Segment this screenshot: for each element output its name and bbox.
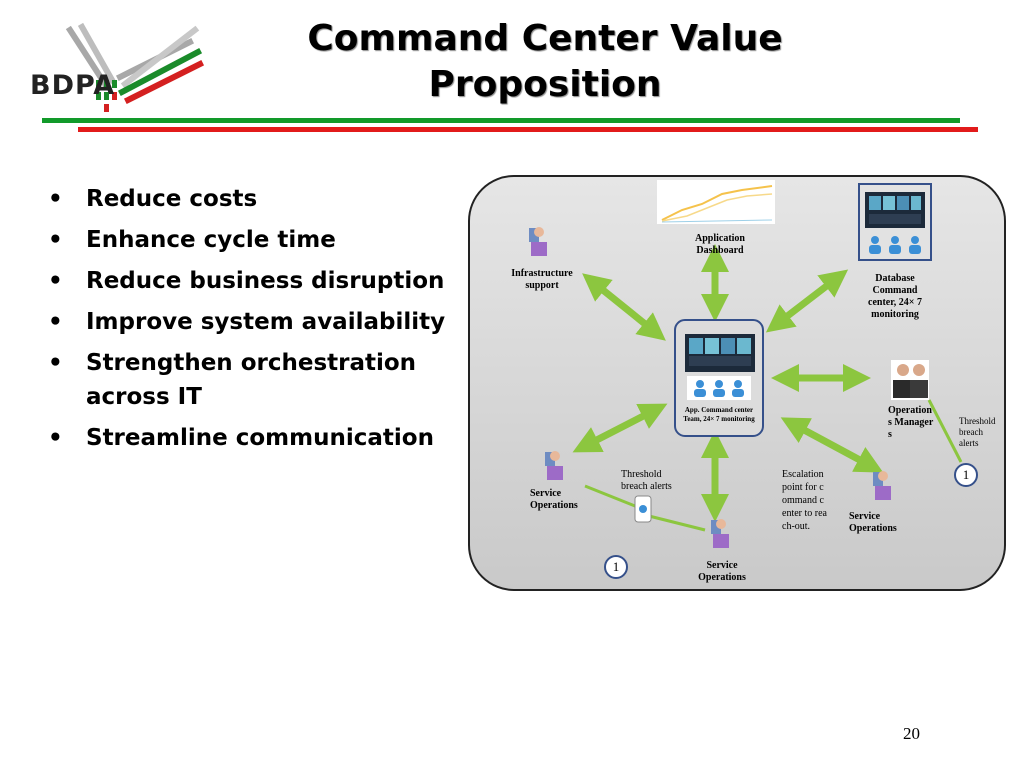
- bdpa-logo-icon: [65, 22, 205, 112]
- label-service-ops-bottom: Service Operations: [698, 560, 746, 583]
- ops-managers-icon: [891, 360, 929, 400]
- bullet-item: Reduce costs: [48, 182, 448, 216]
- label-threshold-right: Threshold breach alerts: [959, 416, 996, 448]
- diagram-graphics: [468, 175, 1006, 591]
- green-divider: [42, 118, 960, 123]
- connector-right: [927, 399, 963, 463]
- title-line-2: Proposition: [428, 64, 662, 105]
- bullet-item: Streamline communication: [48, 421, 448, 455]
- command-center-diagram: Application Dashboard Infrastructure sup…: [467, 174, 1007, 594]
- bullet-item: Improve system availability: [48, 305, 448, 339]
- service-left-person-icon: [545, 451, 563, 480]
- arrow-infra: [582, 273, 666, 341]
- service-bottom-person-icon: [711, 519, 729, 548]
- db-people-icon: [869, 236, 921, 254]
- service-right-person-icon: [873, 471, 891, 500]
- bullet-list: Reduce costs Enhance cycle time Reduce b…: [48, 182, 448, 462]
- bullet-item: Strengthen orchestration across IT: [48, 346, 448, 414]
- label-db-command: Database Command center, 24× 7 monitorin…: [868, 273, 922, 320]
- logo-text: BDPA: [30, 70, 116, 101]
- red-divider: [78, 127, 978, 132]
- title-line-1: Command Center Value: [307, 18, 783, 59]
- arrow-db: [765, 269, 849, 333]
- label-infra-support: Infrastructure support: [511, 268, 573, 291]
- label-escalation: Escalation point for command center to r…: [782, 469, 827, 532]
- label-center-team: App. Command center Team, 24× 7 monitori…: [683, 406, 755, 423]
- label-ops-managers: Operations Managers: [888, 405, 934, 440]
- slide-title: Command Center Value Proposition: [230, 16, 860, 108]
- page-number: 20: [903, 724, 920, 743]
- alert-icon: [634, 495, 652, 523]
- arrow-service-right: [780, 417, 884, 473]
- label-app-dashboard: Application Dashboard: [694, 233, 745, 256]
- connector-left-2: [648, 514, 706, 532]
- center-people-icon: [687, 376, 751, 400]
- label-threshold-left: Threshold breach alerts: [621, 469, 672, 492]
- badge-left: 1: [604, 555, 628, 579]
- bullet-item: Reduce business disruption: [48, 264, 448, 298]
- badge-right: 1: [954, 463, 978, 487]
- db-monitor-icon: [865, 192, 925, 228]
- dashboard-chart-icon: [657, 180, 775, 224]
- center-monitor-icon: [685, 334, 755, 372]
- label-service-ops-left: Service Operations: [530, 488, 578, 511]
- arrow-service-left: [572, 403, 668, 453]
- infra-person-icon: [529, 227, 547, 256]
- label-service-ops-right: Service Operations: [849, 511, 897, 534]
- bullet-item: Enhance cycle time: [48, 223, 448, 257]
- connector-left: [584, 484, 636, 508]
